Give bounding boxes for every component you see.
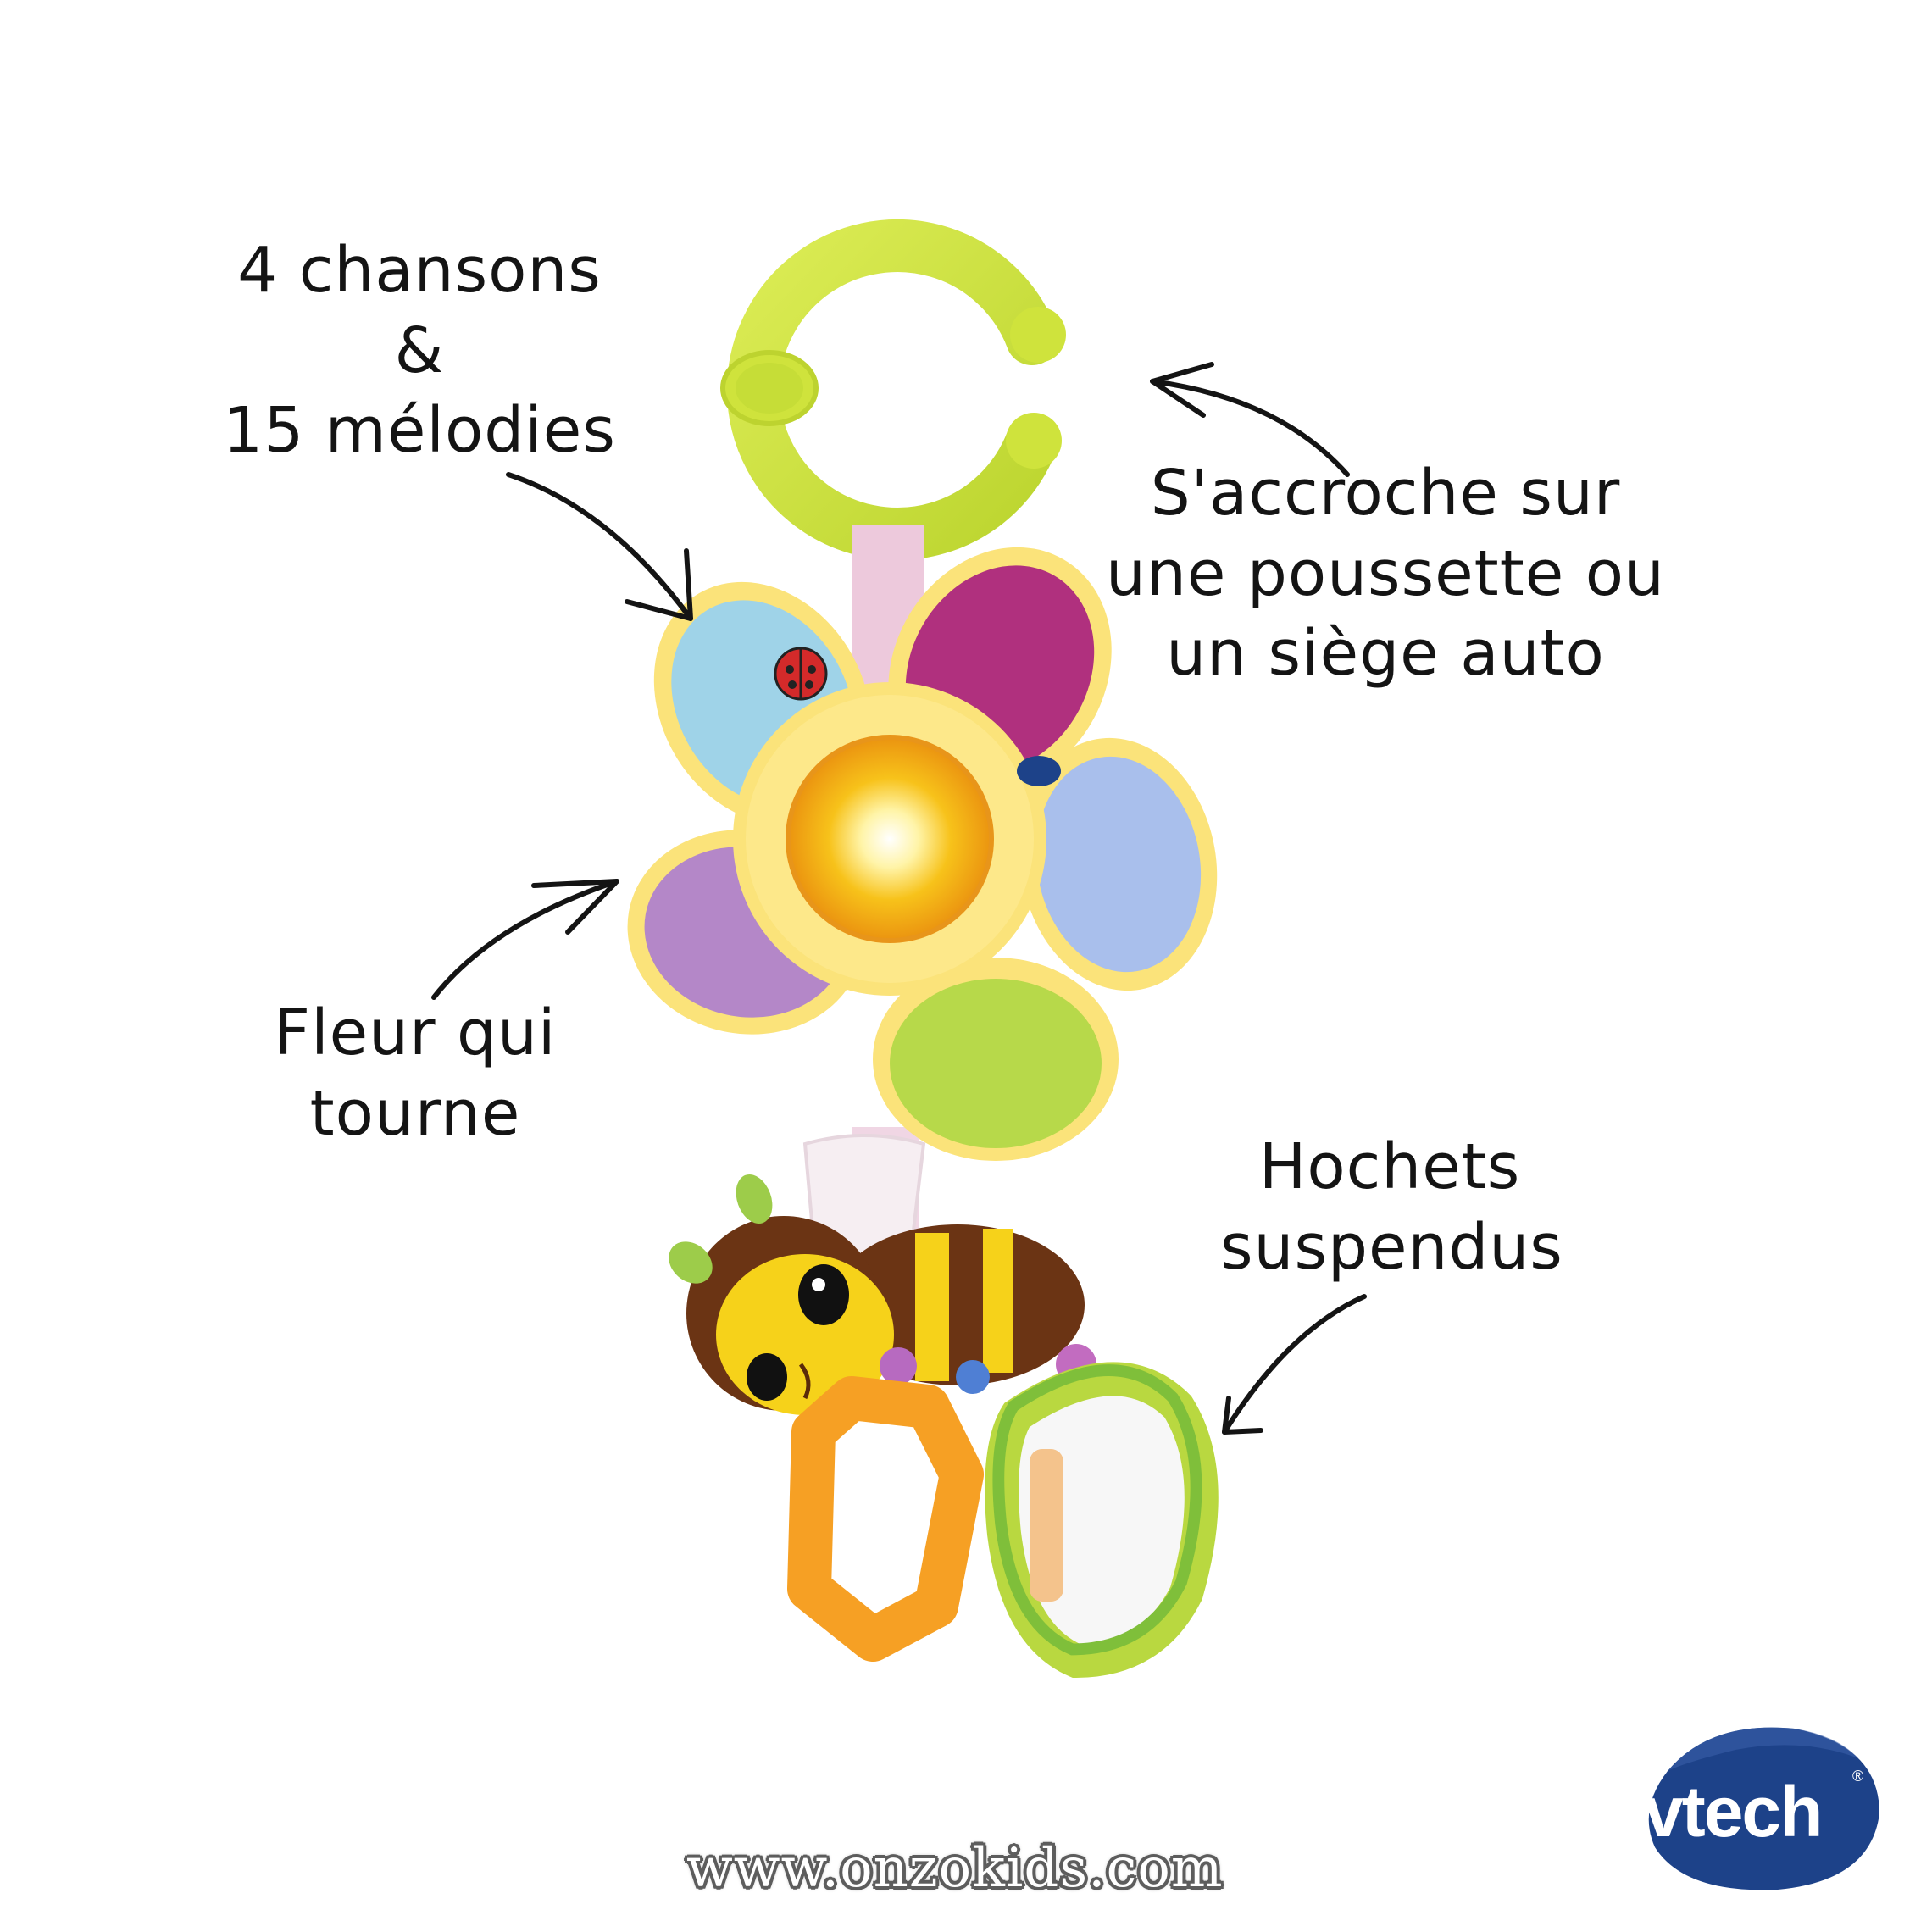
bee-plush-icon	[669, 1174, 1096, 1415]
c-clip-icon	[720, 219, 1066, 560]
callout-flower: Fleur qui tourne	[246, 993, 585, 1153]
callout-songs-line1: 4 chansons	[237, 234, 602, 307]
callout-songs: 4 chansons & 15 mélodies	[220, 230, 619, 471]
flower-icon	[627, 547, 1218, 1161]
vtech-logo-icon	[1648, 1727, 1879, 1890]
mirror-ring-icon	[985, 1362, 1219, 1679]
callout-rattles-line1: Hochets	[1258, 1130, 1521, 1203]
brand-logo-text: vtech	[1644, 1772, 1823, 1852]
arrow-rattles-icon	[1222, 1294, 1367, 1435]
callout-songs-line3: 15 mélodies	[223, 394, 616, 468]
brand-registered-mark: ®	[1852, 1768, 1864, 1785]
callout-attach-line2: une poussette ou	[1106, 536, 1665, 610]
callout-rattles-line2: suspendus	[1220, 1210, 1563, 1284]
callout-songs-line2: &	[394, 314, 445, 387]
callout-rattles: Hochets suspendus	[1220, 1127, 1563, 1287]
arrow-songs-icon	[506, 472, 693, 621]
callout-attach: S'accroche sur une poussette ou un siège…	[1093, 453, 1678, 694]
callout-attach-line1: S'accroche sur	[1150, 457, 1621, 530]
callout-attach-line3: un siège auto	[1166, 617, 1605, 691]
arrow-flower-icon	[431, 879, 619, 1000]
callout-flower-line2: tourne	[309, 1076, 521, 1150]
website-watermark: www.onzokids.com	[686, 1837, 1224, 1900]
callout-flower-line1: Fleur qui	[274, 997, 557, 1069]
orange-rattle-icon	[787, 1376, 984, 1662]
arrow-attach-icon	[1150, 362, 1350, 477]
